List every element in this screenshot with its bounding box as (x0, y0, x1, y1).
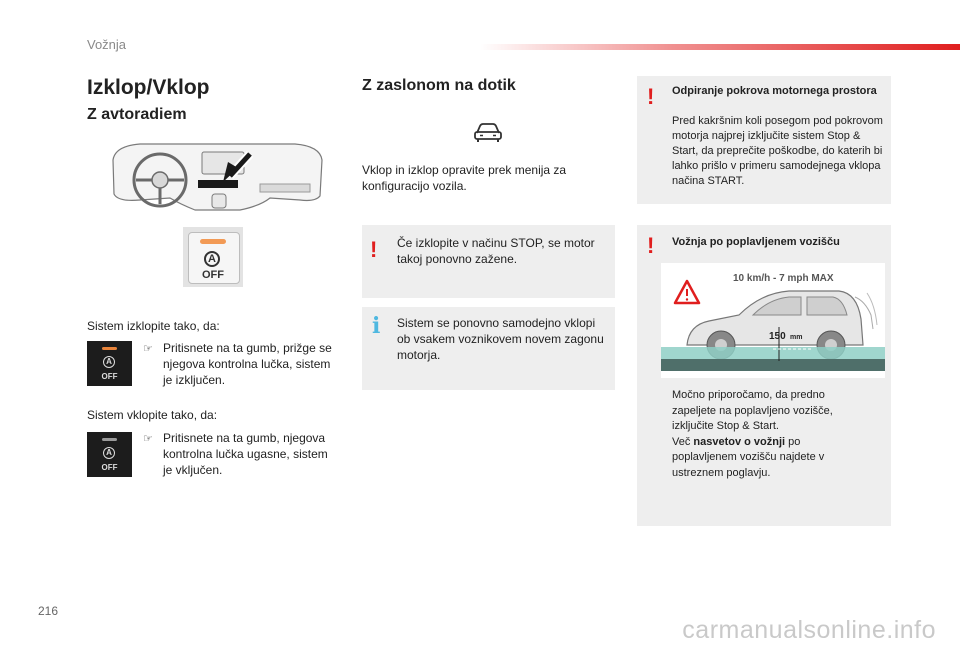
flooded-road-illustration: 10 km/h - 7 mph MAX 150 mm (661, 263, 885, 378)
auto-a-icon: A (204, 251, 220, 267)
auto-off-button-on-icon: A OFF (87, 341, 132, 386)
flood-speed-label: 10 km/h - 7 mph MAX (733, 273, 834, 284)
pointing-finger-icon: ☞ (143, 343, 153, 355)
bonnet-warning-box: ! Odpiranje pokrova motornega prostora P… (637, 76, 891, 204)
page-number: 216 (38, 604, 59, 618)
exclamation-icon: ! (647, 233, 655, 258)
exclamation-icon: ! (370, 237, 378, 262)
bonnet-warning-title: Odpiranje pokrova motornega prostora (672, 85, 877, 97)
auto-restart-info-box: i Sistem se ponovno samodejno vklopi ob … (362, 307, 615, 390)
indicator-lamp-icon (200, 239, 226, 244)
stop-warning-box: ! Če izklopite v načinu STOP, se motor t… (362, 225, 615, 298)
watermark: carmanualsonline.info (682, 616, 936, 644)
info-icon: i (372, 313, 381, 339)
touchscreen-heading: Z zaslonom na dotik (362, 77, 516, 94)
auto-off-button-off-icon: A OFF (87, 432, 132, 477)
off-step-text: Pritisnete na ta gumb, prižge se njegova… (163, 341, 332, 387)
bonnet-warning-text: Pred kakršnim koli posegom pod pokrovom … (672, 115, 883, 187)
exclamation-icon: ! (647, 84, 655, 109)
off-intro-text: Sistem izklopite tako, da: (87, 319, 220, 333)
flood-warning-paragraph: Močno priporočamo, da predno zapeljete n… (672, 389, 833, 479)
auto-off-button-illustration: A OFF (183, 227, 243, 287)
pointing-finger-icon: ☞ (143, 433, 153, 445)
car-icon (474, 123, 502, 142)
page-title: Izklop/Vklop (87, 76, 210, 99)
flood-warning-title: Vožnja po poplavljenem vozišču (672, 236, 840, 248)
on-step-text: Pritisnete na ta gumb, njegova kontrolna… (163, 431, 328, 477)
touchscreen-intro-text: Vklop in izklop opravite prek menija za … (362, 163, 567, 193)
section-title: Vožnja (87, 37, 127, 52)
flood-depth-value: 150 (769, 331, 786, 342)
header-accent-bar (480, 44, 960, 50)
left-subtitle: Z avtoradiem (87, 106, 187, 123)
flood-depth-unit: mm (790, 334, 802, 341)
dashboard-illustration (112, 143, 323, 211)
driving-tips-link-text: nasvetov o vožnji (693, 435, 786, 448)
on-intro-text: Sistem vklopite tako, da: (87, 408, 218, 422)
flood-warning-box: ! Vožnja po poplavljenem vozišču 10 km/h… (637, 225, 891, 526)
